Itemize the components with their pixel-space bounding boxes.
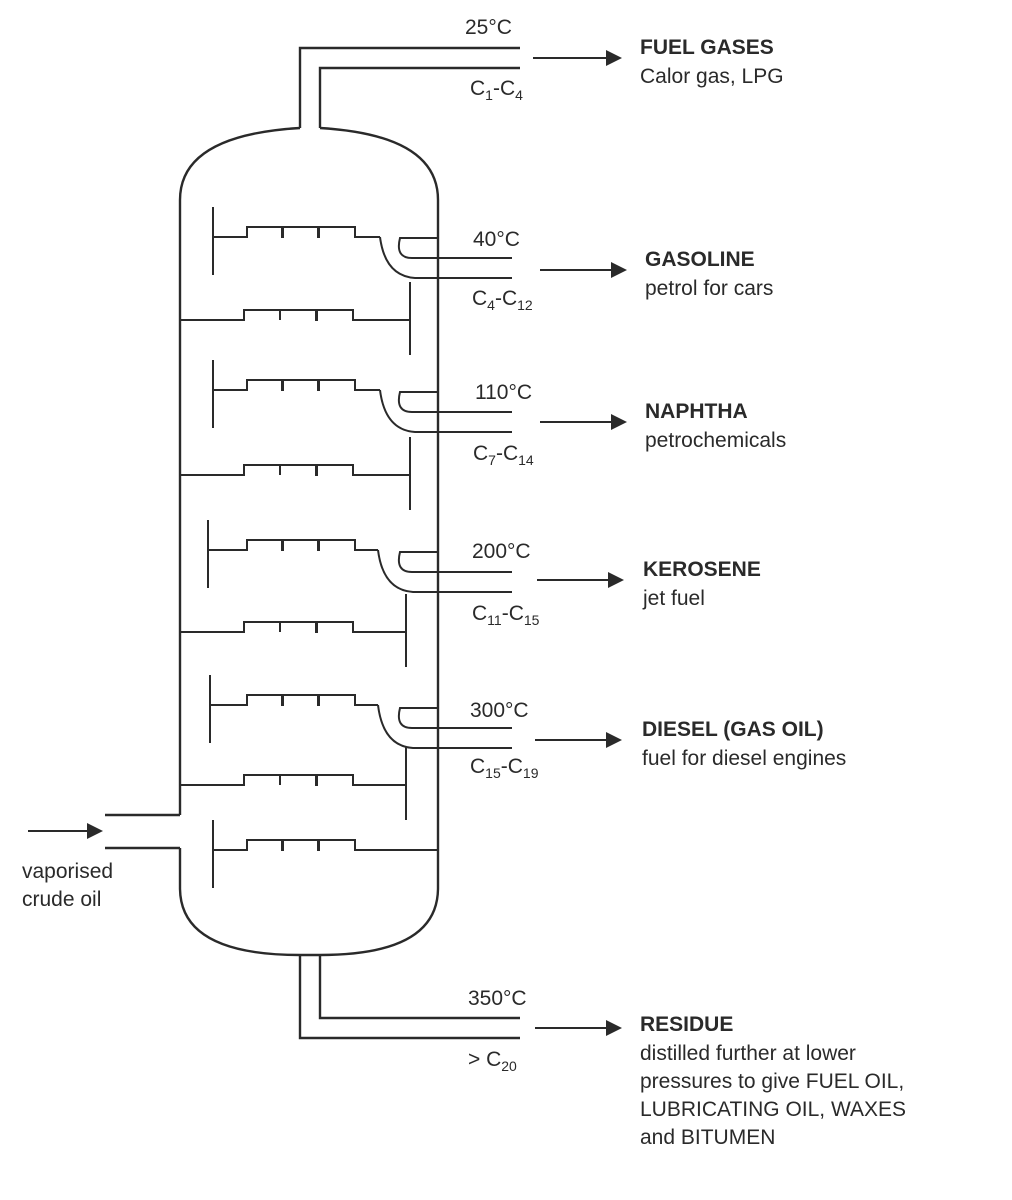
upper-tray-4 (210, 694, 378, 706)
carbon-range-end: 4 (515, 87, 523, 103)
carbon-range-c1: C (470, 77, 485, 100)
carbon-range-end: 19 (523, 765, 539, 781)
carbon-range-naphtha: C7-C14 (473, 442, 534, 468)
feed-label-line1: vaporised (22, 860, 113, 883)
temp-label-diesel-gas-oil: 300°C (470, 699, 529, 722)
side-draw-inner-4 (397, 551, 512, 573)
carbon-range-end: 14 (518, 452, 534, 468)
arrow-residue-head (606, 1020, 622, 1036)
carbon-range-c1: C (472, 287, 487, 310)
side-draw-outer-2 (379, 236, 512, 279)
fraction-title-fuel-gases: FUEL GASES (640, 36, 774, 59)
carbon-range-start: 15 (485, 765, 501, 781)
fraction-title-diesel-gas-oil: DIESEL (GAS OIL) (642, 718, 824, 741)
side-draws (377, 236, 512, 749)
trays (180, 207, 438, 888)
fraction-title-gasoline: GASOLINE (645, 248, 755, 271)
column-right-wall (319, 126, 440, 957)
carbon-range-c1: C (470, 755, 485, 778)
carbon-range-sub: 20 (501, 1058, 517, 1074)
temp-label-gasoline: 40°C (473, 228, 520, 251)
carbon-range-end: 15 (524, 612, 540, 628)
fraction-title-residue: RESIDUE (640, 1013, 733, 1036)
carbon-range-prefix: > C (468, 1048, 501, 1071)
carbon-range-start: 1 (485, 87, 493, 103)
bottom-outlet-pipe (298, 955, 520, 1040)
arrow-diesel-gas-oil-head (606, 732, 622, 748)
side-draw-outer-5 (377, 704, 512, 749)
lower-tray-4 (180, 774, 406, 786)
arrow-kerosene-head (608, 572, 624, 588)
fraction-title-naphtha: NAPHTHA (645, 400, 748, 423)
fraction-desc-diesel-gas-oil: fuel for diesel engines (642, 747, 846, 770)
lower-tray-2 (180, 464, 410, 476)
upper-tray-2 (213, 379, 380, 391)
fraction-desc-naphtha: petrochemicals (645, 429, 786, 452)
arrows (28, 50, 627, 1036)
carbon-range-gasoline: C4-C12 (472, 287, 533, 313)
carbon-range-fuel-gases: C1-C4 (470, 77, 523, 103)
side-draw-outer-3 (379, 389, 512, 433)
fraction-desc-residue: and BITUMEN (640, 1126, 775, 1149)
bottom-tray (213, 839, 438, 851)
column-left-wall (178, 126, 301, 815)
carbon-range-kerosene: C11-C15 (472, 602, 540, 628)
fraction-desc-residue: distilled further at lower (640, 1042, 856, 1065)
arrow-fuel-gases-head (606, 50, 622, 66)
side-draw-inner-3 (397, 391, 512, 413)
upper-tray-3 (208, 539, 378, 551)
carbon-range-start: 11 (487, 612, 502, 628)
carbon-range-c2: -C (496, 442, 518, 465)
column-left-wall-lower (178, 848, 301, 957)
fraction-desc-kerosene: jet fuel (642, 587, 705, 610)
fraction-desc-residue: LUBRICATING OIL, WAXES (640, 1098, 906, 1121)
side-draw-inner-2 (397, 237, 512, 259)
arrow-gasoline-head (611, 262, 627, 278)
fraction-desc-gasoline: petrol for cars (645, 277, 773, 300)
arrow-feed-head (87, 823, 103, 839)
temp-label-fuel-gases: 25°C (465, 16, 512, 39)
carbon-range-c2: -C (495, 287, 517, 310)
temp-label-naphtha: 110°C (475, 381, 532, 404)
upper-tray-1 (213, 226, 380, 238)
carbon-range-start: 4 (487, 297, 495, 313)
carbon-range-start: 7 (488, 452, 496, 468)
temp-label-residue: 350°C (468, 987, 527, 1010)
side-draw-inner-5 (397, 707, 512, 729)
carbon-range-diesel-gas-oil: C15-C19 (470, 755, 539, 781)
feed-label-line2: crude oil (22, 888, 101, 911)
top-outlet-pipe (298, 46, 520, 128)
carbon-range-c1: C (473, 442, 488, 465)
feed-inlet-pipe (105, 813, 180, 850)
carbon-range-c2: -C (501, 755, 523, 778)
carbon-range-c2: -C (493, 77, 515, 100)
carbon-range-residue: > C20 (468, 1048, 517, 1074)
lower-tray-3 (180, 621, 406, 633)
arrow-naphtha-head (611, 414, 627, 430)
fraction-desc-residue: pressures to give FUEL OIL, (640, 1070, 904, 1093)
temp-label-kerosene: 200°C (472, 540, 531, 563)
carbon-range-end: 12 (517, 297, 533, 313)
carbon-range-c1: C (472, 602, 487, 625)
carbon-range-c2: -C (502, 602, 524, 625)
lower-tray-1 (180, 309, 410, 321)
fraction-title-kerosene: KEROSENE (643, 558, 761, 581)
fraction-desc-fuel-gases: Calor gas, LPG (640, 65, 784, 88)
side-draw-outer-4 (377, 549, 512, 593)
